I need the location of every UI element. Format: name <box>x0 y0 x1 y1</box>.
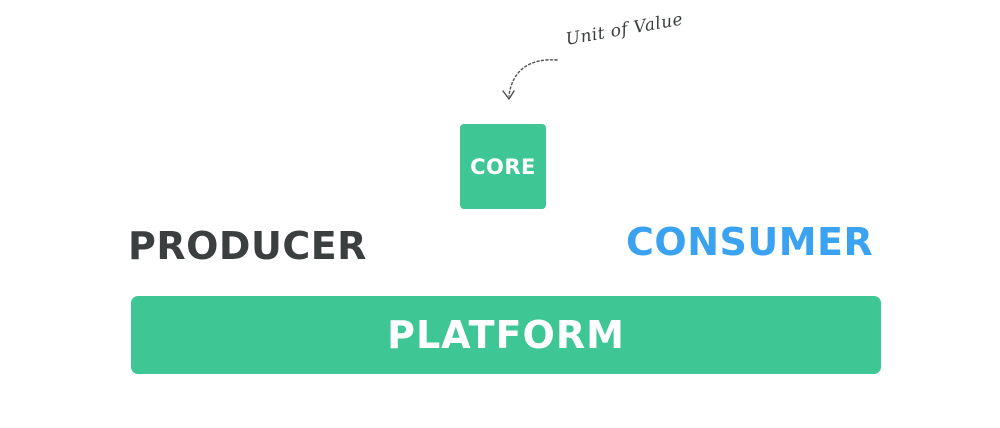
platform-label: PLATFORM <box>387 313 625 357</box>
consumer-label: CONSUMER <box>626 220 874 264</box>
producer-label: PRODUCER <box>128 224 367 268</box>
platform-bar: PLATFORM <box>131 296 881 374</box>
core-box: CORE <box>460 124 546 209</box>
core-label: CORE <box>470 154 536 179</box>
unit-of-value-annotation: Unit of Value <box>564 9 685 50</box>
arrow-curve <box>508 59 558 97</box>
arrow-head <box>502 90 515 100</box>
